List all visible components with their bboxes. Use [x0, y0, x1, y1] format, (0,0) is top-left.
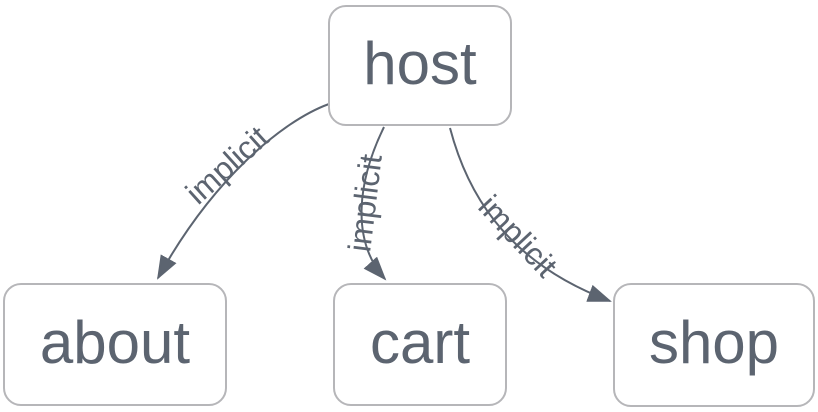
node-host-label: host — [363, 29, 477, 97]
node-about-label: about — [39, 308, 191, 376]
edge-host-about — [157, 103, 330, 280]
edge-host-cart — [360, 126, 387, 281]
node-shop[interactable]: shop — [613, 283, 815, 407]
node-cart[interactable]: cart — [333, 283, 507, 406]
node-shop-label: shop — [648, 309, 780, 376]
node-host[interactable]: host — [328, 5, 512, 126]
node-cart-label: cart — [369, 308, 471, 376]
node-about[interactable]: about — [3, 283, 227, 406]
edge-host-shop — [449, 127, 612, 302]
